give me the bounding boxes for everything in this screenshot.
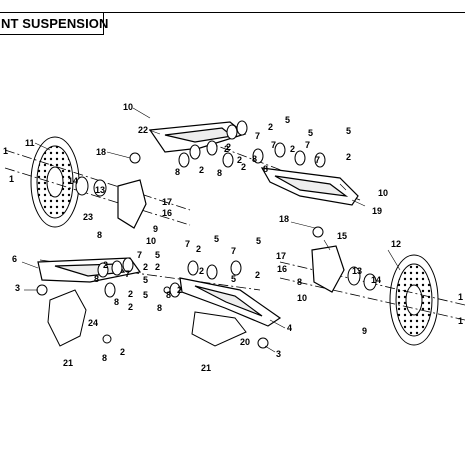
callout-label: 8 [102,353,107,363]
callout-label: 8 [217,168,222,178]
callout-label: 2 [155,262,160,272]
callout-label: 10 [146,236,156,246]
callout-label: 20 [240,337,250,347]
callout-label: 1 [3,146,8,156]
callout-label: 12 [391,239,401,249]
bushings [36,120,377,349]
callout-label: 8 [114,297,119,307]
callout-label: 2 [346,152,351,162]
steering-knuckles [117,179,345,293]
callout-label: 8 [97,230,102,240]
callout-label: 7 [125,269,130,279]
callout-label: 2 [268,122,273,132]
callout-label: 16 [277,264,287,274]
callout-label: 5 [256,236,261,246]
callout-label: 8 [252,154,257,164]
callout-label: 2 [237,155,242,165]
callouts: 10 22 7 5 5 5 2 7 2 8 2 7 2 7 8 2 2 8 2 … [3,102,463,373]
callout-label: 18 [96,147,106,157]
callout-label: 2 [196,244,201,254]
callout-label: 3 [15,283,20,293]
callout-label: 2 [290,144,295,154]
callout-label: 18 [279,214,289,224]
leader-lines [21,107,401,353]
callout-label: 8 [175,167,180,177]
callout-label: 5 [214,234,219,244]
callout-label: 5 [308,128,313,138]
callout-label: 7 [137,250,142,260]
callout-label: 2 [224,144,229,154]
callout-label: 7 [255,131,260,141]
callout-label: 14 [371,275,381,285]
brake-disc-right [389,254,439,346]
diagram-title: NT SUSPENSION [1,16,109,31]
lower-a-arm-right [179,277,282,327]
callout-label: 19 [372,206,382,216]
callout-label: 7 [305,140,310,150]
callout-label: 21 [201,363,211,373]
skid-guards [47,289,247,347]
header-rule [102,12,465,13]
callout-label: 17 [276,251,286,261]
callout-label: 5 [231,274,236,284]
callout-label: 3 [276,349,281,359]
callout-label: 13 [95,185,105,195]
callout-label: 1 [458,292,463,302]
callout-label: 2 [128,289,133,299]
callout-label: 23 [83,212,93,222]
callout-label: 10 [123,102,133,112]
callout-label: 22 [138,125,148,135]
callout-label: 8 [263,164,268,174]
callout-label: 2 [241,162,246,172]
callout-label: 1 [458,316,463,326]
callout-label: 2 [199,266,204,276]
callout-label: 2 [199,165,204,175]
callout-label: 8 [297,277,302,287]
callout-label: 13 [352,266,362,276]
callout-label: 7 [315,155,320,165]
callout-label: 7 [185,239,190,249]
callout-label: 2 [177,285,182,295]
callout-label: 10 [297,293,307,303]
callout-label: 16 [162,208,172,218]
callout-label: 5 [346,126,351,136]
callout-label: 2 [226,142,231,152]
callout-label: 2 [103,260,108,270]
callout-label: 2 [120,347,125,357]
callout-label: 6 [12,254,17,264]
callout-label: 8 [166,290,171,300]
callout-label: 24 [88,318,98,328]
title-box: NT SUSPENSION [0,12,108,35]
callout-label: 9 [153,224,158,234]
callout-label: 9 [362,326,367,336]
callout-label: 21 [63,358,73,368]
callout-label: 5 [285,115,290,125]
callout-label: 4 [287,323,292,333]
callout-label: 7 [271,140,276,150]
callout-label: 1 [9,174,14,184]
callout-label: 8 [157,303,162,313]
callout-label: 5 [143,275,148,285]
callout-label: 11 [25,138,35,148]
callout-label: 15 [337,231,347,241]
callout-label: 2 [143,262,148,272]
callout-label: 7 [231,246,236,256]
callout-label: 8 [94,274,99,284]
brake-disc-left [30,136,80,228]
callout-label: 2 [128,302,133,312]
callout-label: 17 [162,197,172,207]
upper-a-arm-right [260,167,359,206]
callout-label: 5 [155,250,160,260]
callout-label: 5 [143,290,148,300]
callout-label: 2 [255,270,260,280]
callout-label: 10 [378,188,388,198]
callout-label: 14 [68,176,78,186]
